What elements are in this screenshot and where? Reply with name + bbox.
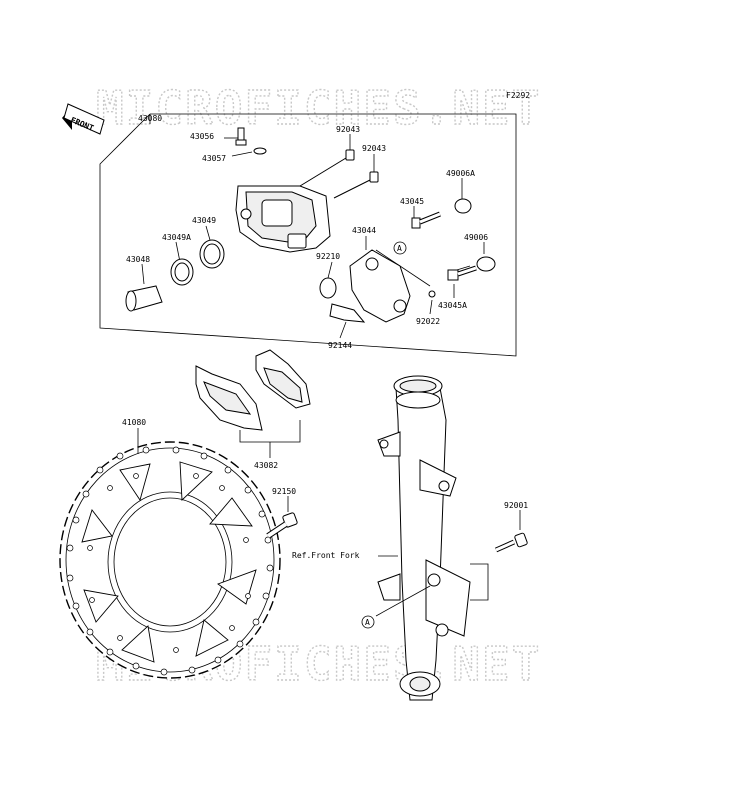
svg-text:A: A bbox=[397, 244, 402, 253]
bracket-mount-bolt bbox=[494, 532, 528, 553]
pad-spring bbox=[329, 303, 366, 323]
caliper-bolt-lower bbox=[333, 171, 379, 199]
bleeder-valve bbox=[235, 127, 247, 146]
caliper-body bbox=[235, 185, 331, 253]
brake-pad-right bbox=[255, 349, 311, 409]
label-43044: 43044 bbox=[352, 226, 376, 235]
label-43057: 43057 bbox=[202, 154, 226, 163]
label-92210: 92210 bbox=[316, 252, 340, 261]
piston bbox=[125, 285, 163, 312]
pin-boot bbox=[476, 256, 496, 272]
front-arrow-icon: FRONT bbox=[62, 103, 105, 135]
slide-pin-a bbox=[447, 265, 477, 281]
caliper-assembly-frame bbox=[99, 113, 517, 357]
pin-boot-a bbox=[454, 198, 472, 214]
label-43049A: 43049A bbox=[162, 233, 191, 242]
label-92150: 92150 bbox=[272, 487, 296, 496]
bleeder-cap bbox=[253, 147, 267, 155]
front-fork-leg bbox=[377, 375, 471, 701]
leader-lines bbox=[141, 114, 485, 339]
label-43045: 43045 bbox=[400, 197, 424, 206]
piston-seal-inner bbox=[203, 243, 221, 265]
label-92043-a: 92043 bbox=[336, 125, 360, 134]
svg-text:A: A bbox=[365, 618, 370, 627]
label-92001: 92001 bbox=[504, 501, 528, 510]
slide-pin bbox=[411, 211, 441, 229]
label-43056: 43056 bbox=[190, 132, 214, 141]
reference-mark-a-upper: A bbox=[393, 241, 407, 255]
label-49006A: 49006A bbox=[446, 169, 475, 178]
label-41080: 41080 bbox=[122, 418, 146, 427]
label-43080: 43080 bbox=[138, 114, 162, 123]
watermark-top: MICROFICHES.NET bbox=[96, 81, 541, 135]
figure-code: F2292 bbox=[506, 91, 530, 100]
caliper-bracket bbox=[349, 249, 411, 323]
reference-mark-a-lower: A bbox=[361, 615, 375, 629]
label-43045A: 43045A bbox=[438, 301, 467, 310]
label-49006: 49006 bbox=[464, 233, 488, 242]
disc-bolt bbox=[266, 512, 298, 539]
label-92022: 92022 bbox=[416, 317, 440, 326]
label-43049: 43049 bbox=[192, 216, 216, 225]
label-92144: 92144 bbox=[328, 341, 352, 350]
label-43082: 43082 bbox=[254, 461, 278, 470]
part-labels: 43080 43056 43057 92043 92043 49006A 430… bbox=[122, 114, 528, 560]
label-92043-b: 92043 bbox=[362, 144, 386, 153]
ref-a-leader bbox=[375, 585, 431, 617]
collar bbox=[319, 277, 337, 299]
dust-seal-inner bbox=[174, 262, 190, 282]
mount-leader-bracket bbox=[470, 563, 489, 601]
brake-pad-left bbox=[195, 365, 263, 431]
caliper-bolt-upper bbox=[299, 149, 355, 187]
ref-front-fork-label: Ref.Front Fork bbox=[292, 551, 360, 560]
brake-disc bbox=[59, 441, 281, 679]
washer bbox=[428, 290, 436, 298]
label-43048: 43048 bbox=[126, 255, 150, 264]
